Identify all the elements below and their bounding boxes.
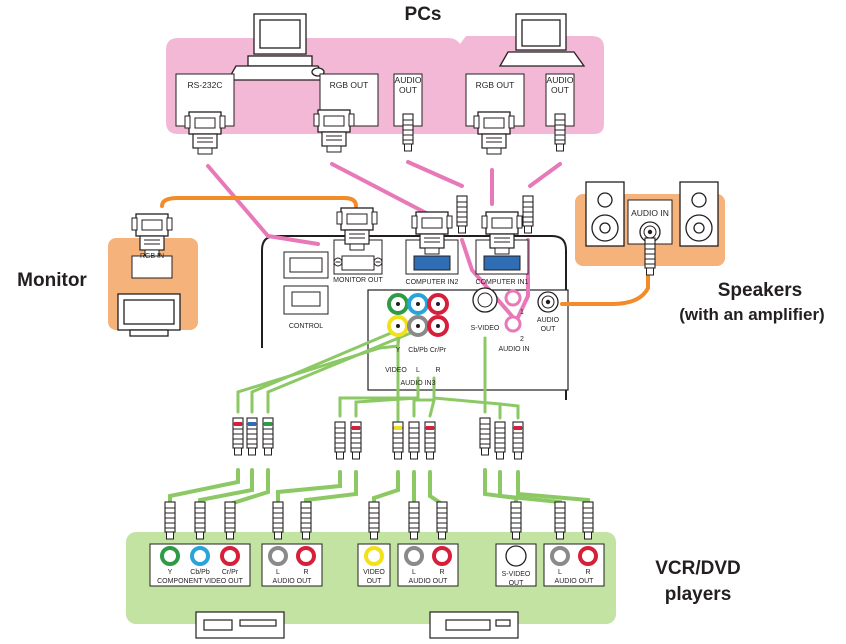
- dev-cr-label: Cr/Pr: [222, 569, 239, 576]
- device-port-labels: Y Cb/Pb Cr/Pr COMPONENT VIDEO OUT L R AU…: [157, 569, 594, 587]
- audio-in3-label: AUDIO IN3: [400, 380, 435, 387]
- vcr-title-line1: VCR/DVD: [655, 558, 741, 579]
- computer-in1-label: COMPUTER IN1: [476, 279, 529, 286]
- component-jacks: [387, 293, 449, 337]
- rgb-out-1-label: RGB OUT: [330, 80, 369, 90]
- dvd-player-icon: [195, 611, 285, 639]
- vcr-player-icon: [429, 611, 519, 639]
- pcs-title: PCs: [405, 4, 442, 25]
- vcr-title-line2: players: [665, 584, 732, 605]
- dev-r2-label: R: [439, 569, 444, 576]
- s-video-label: S-VIDEO: [471, 325, 500, 332]
- monitor-title: Monitor: [17, 270, 87, 291]
- projector-ports: CONTROL MONITOR OUT COMPUTER IN2 COMPUTE…: [283, 195, 560, 387]
- device-port-boxes: [149, 543, 605, 587]
- audio-in-2-label: 2: [520, 336, 524, 343]
- dev-l1-label: L: [276, 569, 280, 576]
- l-port-label: L: [416, 367, 420, 374]
- rs232c-label: RS-232C: [188, 80, 223, 90]
- cr-port-label: Cr/Pr: [430, 347, 447, 354]
- video-port-label: VIDEO: [385, 367, 407, 374]
- audio-in-label: AUDIO IN: [498, 346, 529, 353]
- dev-audio-out-1-label: AUDIO OUT: [273, 578, 313, 585]
- cb-port-label: Cb/Pb: [408, 347, 428, 354]
- dev-component-label: COMPONENT VIDEO OUT: [157, 578, 244, 585]
- dev-y-label: Y: [168, 569, 173, 576]
- speaker-audio-in: AUDIO IN: [627, 199, 673, 276]
- dev-video-label-a: VIDEO: [363, 569, 385, 576]
- dev-audio-out-3-label: AUDIO OUT: [555, 578, 595, 585]
- monitor-out-label: MONITOR OUT: [333, 277, 383, 284]
- computer-in2-label: COMPUTER IN2: [406, 279, 459, 286]
- speakers-title: Speakers: [718, 280, 803, 301]
- speaker-left-icon: [585, 181, 625, 247]
- dev-l3-label: L: [558, 569, 562, 576]
- dev-video-label-b: OUT: [367, 578, 383, 585]
- audio-out-label-a: AUDIO: [537, 317, 560, 324]
- audio-out-label-b: OUT: [541, 326, 557, 333]
- audio-in-1-label: 1: [520, 309, 524, 316]
- rgb-in-label: RGB IN: [140, 253, 164, 260]
- audio-out-2-label-b: OUT: [551, 85, 569, 95]
- y-port-label: Y: [396, 347, 401, 354]
- dev-svideo-label-a: S-VIDEO: [502, 571, 531, 578]
- middle-plugs: [232, 417, 524, 460]
- monitor-icon: [117, 293, 181, 337]
- audio-out-1-label-a: AUDIO: [395, 75, 422, 85]
- control-label: CONTROL: [289, 323, 323, 330]
- desktop-pc-icon: [226, 13, 328, 81]
- dev-audio-out-2-label: AUDIO OUT: [409, 578, 449, 585]
- dev-r1-label: R: [303, 569, 308, 576]
- speaker-right-icon: [679, 181, 719, 247]
- speaker-audio-in-label: AUDIO IN: [631, 208, 669, 218]
- speakers-subtitle: (with an amplifier): [679, 305, 824, 324]
- audio-out-2-label-a: AUDIO: [547, 75, 574, 85]
- audio-out-1-label-b: OUT: [399, 85, 417, 95]
- dev-svideo-label-b: OUT: [509, 580, 525, 587]
- rgb-out-2-label: RGB OUT: [476, 80, 515, 90]
- monitor-port: RGB IN: [131, 213, 173, 279]
- r-port-label: R: [435, 367, 440, 374]
- dev-r3-label: R: [585, 569, 590, 576]
- dev-cb-label: Cb/Pb: [190, 569, 210, 576]
- dev-l2-label: L: [412, 569, 416, 576]
- laptop-pc-icon: [498, 13, 586, 67]
